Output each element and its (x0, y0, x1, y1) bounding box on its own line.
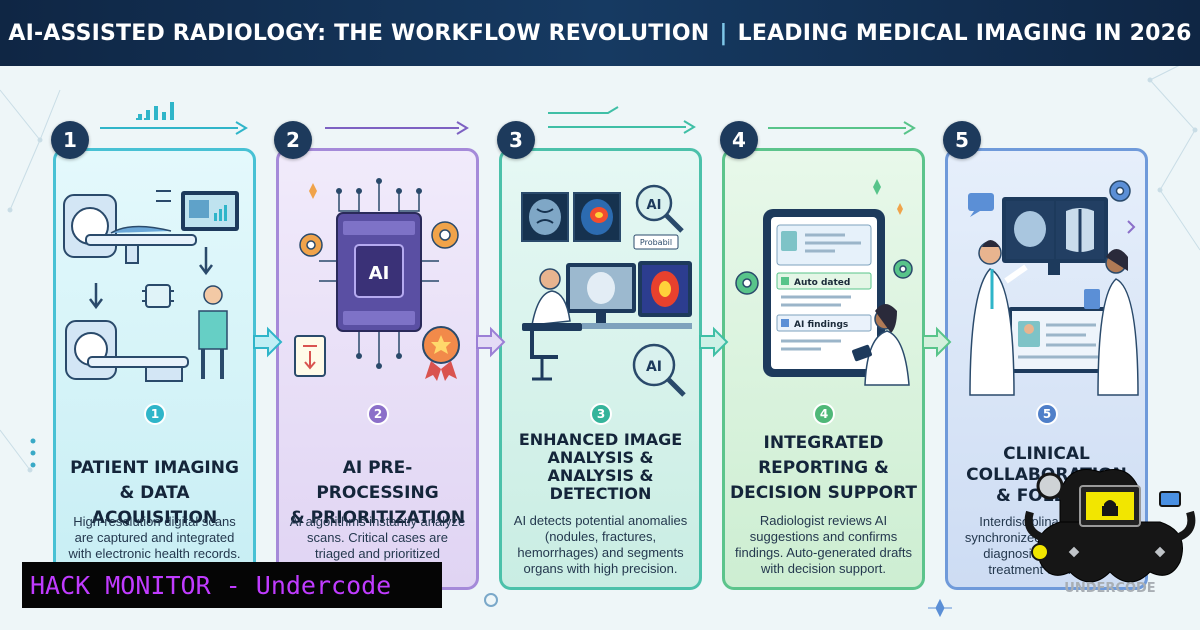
title-line: REPORTING & (758, 458, 889, 478)
report-auto-label: Auto dated (794, 278, 850, 288)
title-line: AI PRE-PROCESSING (316, 458, 439, 503)
document-sort-icon (294, 335, 326, 377)
title-line: & PRIORITIZATION (289, 508, 466, 528)
priority-medal-icon (422, 326, 460, 381)
flow-arrow-3 (548, 106, 696, 134)
title-main: AI-ASSISTED RADIOLOGY: THE WORKFLOW REVO… (8, 20, 710, 46)
monitor-icon (181, 191, 239, 231)
signal-bars-icon (138, 102, 174, 120)
step-mini-badge: 1 (144, 403, 166, 425)
chevron-right-icon (253, 326, 283, 358)
report-findings-label: AI findings (794, 320, 848, 330)
title-line: INTEGRATED (763, 433, 884, 453)
title-line: ENHANCED IMAGE (518, 430, 683, 449)
server-ai-icon: AI (336, 212, 422, 332)
step-description: High-resolution digital scans are captur… (68, 514, 241, 561)
radiologist-figure-icon (522, 268, 582, 381)
ai-processing-illustration: AI (294, 178, 460, 381)
ai-lens-label: AI (646, 359, 662, 375)
flow-arrow-4 (768, 121, 916, 135)
octopus-hacker-logo: UNDERCODE (1024, 469, 1196, 596)
title-line: ANALYSIS & (547, 448, 654, 467)
gear-icon (1109, 180, 1131, 202)
title-line: PATIENT IMAGING (70, 458, 239, 478)
title-line: & DATA ACQUISITION (91, 483, 218, 528)
chevron-right-icon (476, 326, 506, 358)
magnifier-ai-icon: AI (635, 184, 684, 233)
chat-bubble-icon (968, 193, 994, 217)
step-number-badge-1: 1 (51, 121, 89, 159)
ct-scanner-icon (65, 320, 189, 382)
gear-icon (735, 271, 759, 295)
title-line: DECISION SUPPORT (729, 483, 918, 503)
step-title: AI PRE-PROCESSING & PRIORITIZATION (283, 456, 472, 531)
title-line: DETECTION (549, 484, 652, 503)
hack-monitor-text: HACK MONITOR - Undercode (30, 570, 392, 600)
step-number-badge-4: 4 (720, 121, 758, 159)
step-card-1: 1 PATIENT IMAGING & DATA ACQUISITION Hig… (53, 148, 256, 590)
reporting-illustration: Auto dated AI findings (735, 179, 913, 386)
page-title: AI-ASSISTED RADIOLOGY: THE WORKFLOW REVO… (8, 21, 1191, 46)
step-number-badge-2: 2 (274, 121, 312, 159)
tablet-report-icon: Auto dated AI findings (763, 209, 885, 377)
mri-scanner-icon (63, 194, 197, 264)
title-line: ANALYSIS & (547, 466, 654, 485)
brain-scan-icon (521, 192, 569, 242)
gear-icon (893, 259, 913, 279)
heatmap-monitor-icon (638, 261, 692, 317)
chip-icon (142, 284, 174, 308)
hack-monitor-banner: HACK MONITOR - Undercode (22, 562, 442, 608)
imaging-illustration (63, 190, 239, 382)
step-number-badge-3: 3 (497, 121, 535, 159)
patient-record-icon (1008, 307, 1112, 373)
collaboration-illustration (968, 180, 1139, 396)
step-title: INTEGRATED REPORTING & DECISION SUPPORT (729, 431, 918, 506)
patient-figure-icon (198, 285, 228, 379)
probability-tag-text: Probabil (640, 238, 672, 247)
ai-chip-label: AI (369, 263, 390, 284)
step-number-badge-5: 5 (943, 121, 981, 159)
step-mini-badge: 4 (813, 403, 835, 425)
doctor-figure-icon (969, 240, 1028, 396)
step-title: PATIENT IMAGING & DATA ACQUISITION (60, 456, 249, 531)
ai-lens-label: AI (647, 198, 662, 213)
gear-icon (431, 221, 459, 249)
step-card-2: AI 2 AI PRE-PROCESSING & PRIORITIZATION … (276, 148, 479, 590)
step-mini-badge: 5 (1036, 403, 1058, 425)
step-mini-badge: 3 (590, 403, 612, 425)
step-card-3: AI Probabil AI 3 ENHANCED IMAGE ANALYSIS… (499, 148, 702, 590)
magnifier-ai-icon: AI (632, 343, 686, 397)
doctor-figure-icon (1084, 249, 1139, 396)
title-sub: LEADING MEDICAL IMAGING IN 2026 (737, 20, 1192, 46)
step-description: AI detects potential anomalies (nodules,… (513, 513, 688, 576)
heatmap-scan-icon (573, 192, 621, 242)
xray-display-icon (1002, 197, 1108, 275)
flow-arrow-2 (325, 121, 469, 135)
chevron-right-icon (922, 326, 952, 358)
workstation-monitor-icon (566, 263, 636, 325)
title-line: CLINICAL (1003, 444, 1090, 464)
watermark-text: UNDERCODE (1064, 581, 1155, 596)
probability-tag: Probabil (633, 234, 679, 250)
chevron-right-icon (699, 326, 729, 358)
gear-icon (299, 233, 323, 257)
step-card-4: Auto dated AI findings 4 INTEGRATED REPO… (722, 148, 925, 590)
image-analysis-illustration: AI Probabil AI (521, 184, 692, 397)
radiologist-figure-icon (852, 304, 910, 386)
step-mini-badge: 2 (367, 403, 389, 425)
step-description: AI algorithms instantly analyze scans. C… (289, 514, 466, 561)
step-description: Radiologist reviews AI suggestions and c… (734, 513, 913, 576)
step-title: ENHANCED IMAGE ANALYSIS & ANALYSIS & DET… (506, 431, 695, 503)
header-bar: AI-ASSISTED RADIOLOGY: THE WORKFLOW REVO… (0, 0, 1200, 66)
title-separator: | (719, 20, 728, 46)
